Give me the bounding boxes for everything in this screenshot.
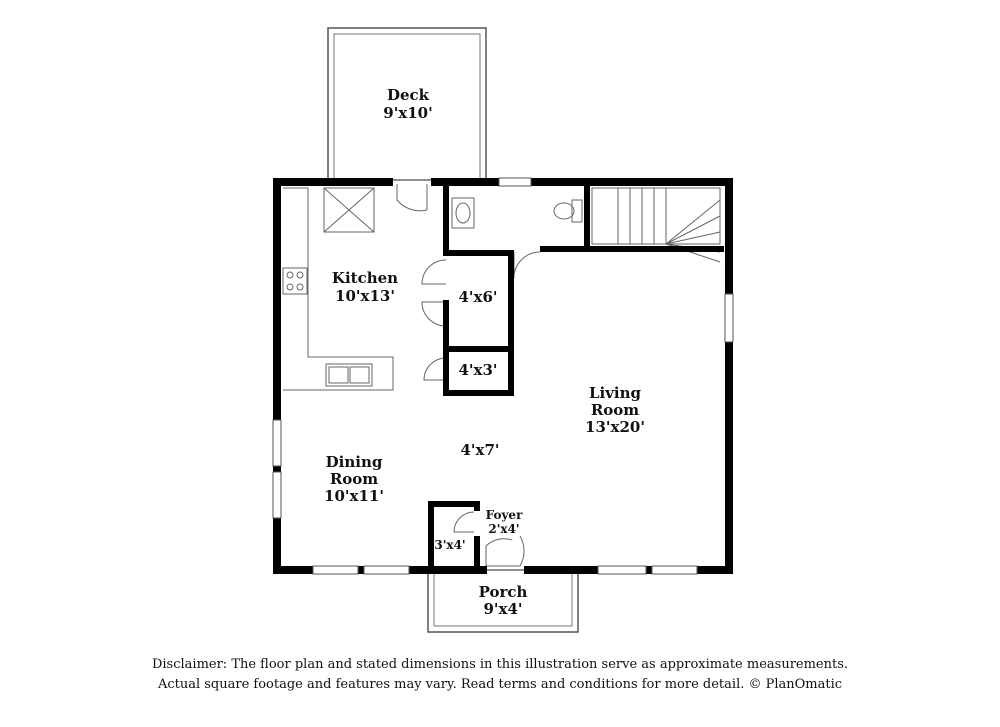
deck: Deck 9'x10' bbox=[327, 27, 487, 181]
floor-plan: Deck 9'x10' Porch 9'x4' bbox=[272, 27, 734, 633]
foyer-size: 2'x4' bbox=[488, 522, 519, 536]
room-labels: Kitchen 10'x13' 4'x6' 4'x3' Living Room … bbox=[324, 269, 645, 552]
kitchen-name: Kitchen bbox=[332, 269, 398, 287]
living-size: 13'x20' bbox=[585, 418, 645, 436]
bathroom-fixtures bbox=[451, 197, 583, 279]
kitchen-counters bbox=[282, 187, 394, 391]
disclaimer-line1: Disclaimer: The floor plan and stated di… bbox=[151, 657, 849, 672]
disclaimer-line2: Actual square footage and features may v… bbox=[157, 677, 843, 692]
hall-size: 4'x7' bbox=[460, 441, 499, 459]
windows bbox=[272, 177, 734, 575]
porch: Porch 9'x4' bbox=[427, 569, 579, 633]
door-swings bbox=[396, 184, 525, 567]
dining-size: 10'x11' bbox=[324, 487, 384, 505]
deck-name: Deck bbox=[387, 86, 430, 104]
closet-a-size: 4'x6' bbox=[458, 288, 497, 306]
porch-size: 9'x4' bbox=[483, 600, 522, 618]
dining-name-line1: Dining bbox=[326, 453, 383, 471]
foyer-name: Foyer bbox=[486, 508, 523, 522]
dining-name-line2: Room bbox=[330, 470, 378, 488]
deck-size: 9'x10' bbox=[383, 104, 432, 122]
porch-name: Porch bbox=[479, 583, 528, 601]
closet-c-size: 3'x4' bbox=[434, 538, 465, 552]
kitchen-size: 10'x13' bbox=[335, 287, 395, 305]
stairs bbox=[591, 187, 721, 263]
walls bbox=[273, 178, 733, 574]
living-name-line2: Room bbox=[591, 401, 639, 419]
living-name-line1: Living bbox=[589, 384, 642, 402]
closet-b-size: 4'x3' bbox=[458, 361, 497, 379]
